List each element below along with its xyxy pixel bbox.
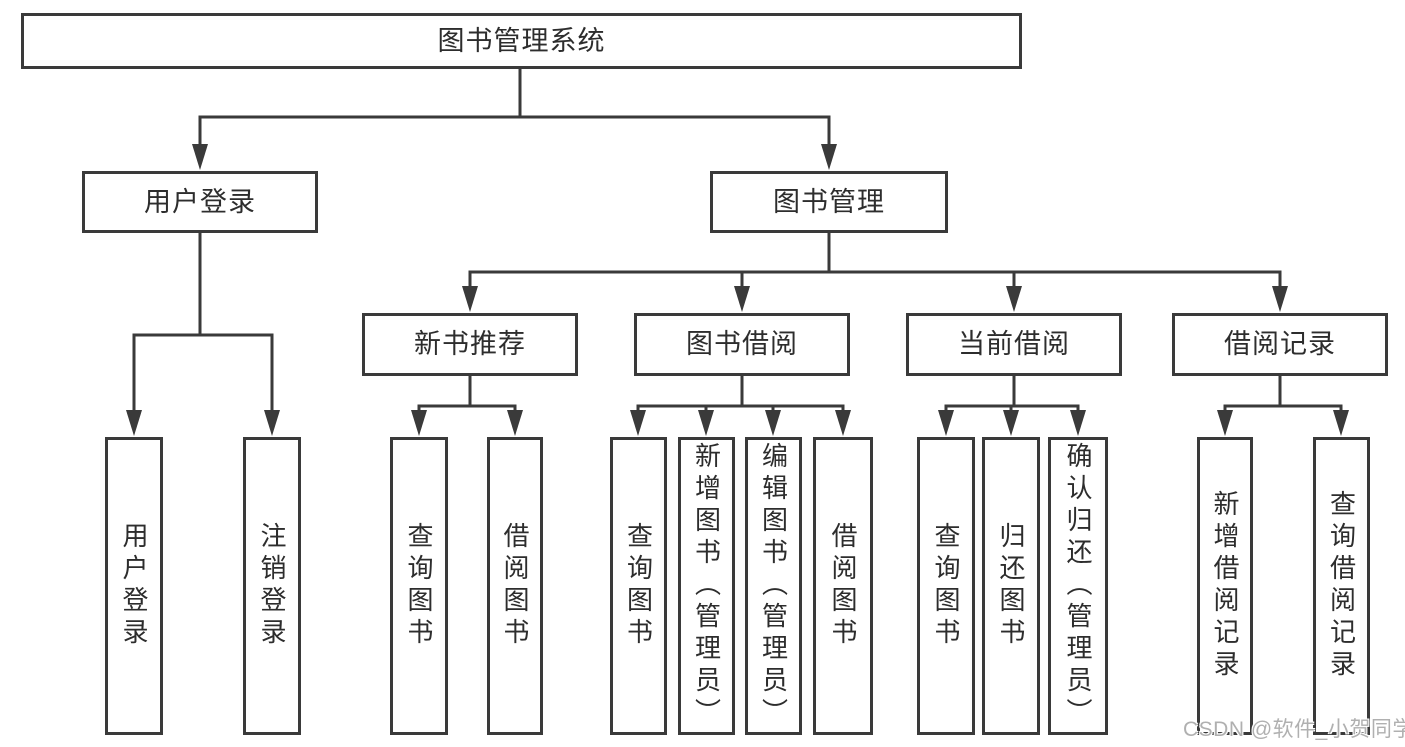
node-user-login: 用户登录: [82, 171, 318, 233]
node-new-book-recommend: 新书推荐: [362, 313, 578, 376]
node-label: 当前借阅: [958, 329, 1070, 359]
leaf-label: 查询图书: [404, 522, 434, 650]
leaf-borrow-query-books: 查询图书: [610, 437, 667, 735]
leaf-label: 查询借阅记录: [1326, 490, 1357, 682]
leaf-current-confirm-return-admin: 确认归还（管理员）: [1048, 437, 1108, 735]
leaf-label: 查询图书: [623, 522, 654, 650]
csdn-watermark: CSDN @软件_小贺同学: [1183, 718, 1405, 741]
leaf-borrow-edit-books-admin: 编辑图书（管理员）: [745, 437, 802, 735]
connector-current-borrow-to-leaves: [938, 376, 1086, 436]
leaf-current-return-books: 归还图书: [982, 437, 1040, 735]
leaf-label: 用户登录: [119, 522, 149, 650]
node-borrow-records: 借阅记录: [1172, 313, 1388, 376]
connector-book-management-to-level3: [462, 233, 1288, 312]
node-book-borrow: 图书借阅: [634, 313, 850, 376]
node-library-management-system: 图书管理系统: [21, 13, 1022, 69]
connector-borrow-records-to-leaves: [1217, 376, 1349, 436]
connector-user-login-to-leaves: [126, 233, 280, 436]
leaf-newbook-borrow-books: 借阅图书: [487, 437, 543, 735]
leaf-label: 借阅图书: [500, 522, 530, 650]
leaf-label: 新增借阅记录: [1210, 490, 1240, 682]
leaf-label: 查询图书: [931, 522, 961, 650]
connector-new-book-to-leaves: [411, 376, 523, 436]
leaf-newbook-query-books: 查询图书: [390, 437, 448, 735]
node-label: 新书推荐: [414, 329, 526, 359]
leaf-records-query-record: 查询借阅记录: [1313, 437, 1370, 735]
leaf-logout: 注销登录: [243, 437, 301, 735]
node-label: 图书管理: [773, 186, 885, 217]
leaf-label: 新增图书（管理员）: [691, 442, 722, 730]
connector-root-to-level2: [192, 69, 837, 170]
leaf-current-query-books: 查询图书: [917, 437, 975, 735]
connector-book-borrow-to-leaves: [630, 376, 851, 436]
node-label: 借阅记录: [1224, 329, 1336, 359]
node-label: 用户登录: [144, 186, 256, 217]
leaf-label: 编辑图书（管理员）: [758, 442, 789, 730]
leaf-borrow-borrow-books: 借阅图书: [813, 437, 873, 735]
node-current-borrow: 当前借阅: [906, 313, 1122, 376]
leaf-label: 归还图书: [996, 522, 1026, 650]
node-label: 图书管理系统: [437, 25, 606, 56]
node-label: 图书借阅: [686, 329, 798, 359]
leaf-label: 借阅图书: [828, 522, 858, 650]
leaf-user-login: 用户登录: [105, 437, 163, 735]
leaf-borrow-add-books-admin: 新增图书（管理员）: [678, 437, 735, 735]
node-book-management: 图书管理: [710, 171, 948, 233]
leaf-label: 确认归还（管理员）: [1063, 442, 1093, 730]
leaf-label: 注销登录: [257, 522, 287, 650]
leaf-records-add-record: 新增借阅记录: [1197, 437, 1253, 735]
